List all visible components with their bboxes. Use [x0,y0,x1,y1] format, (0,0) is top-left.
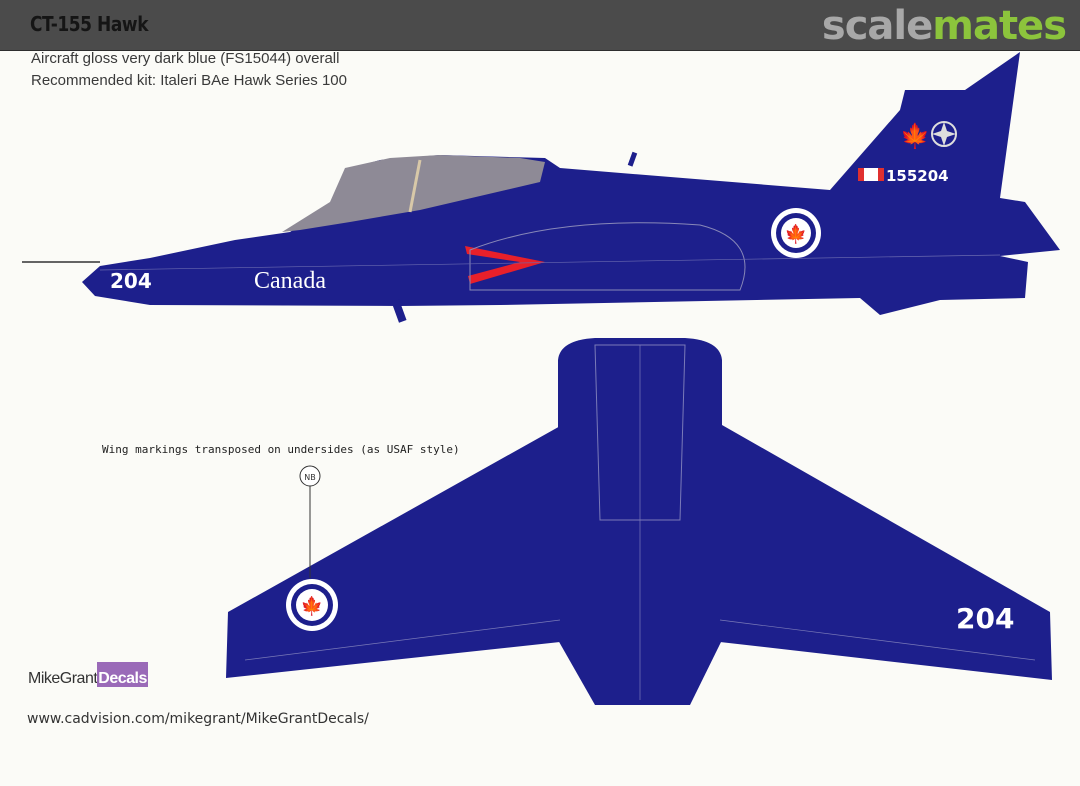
nb-callout: NB [304,473,315,482]
plan-view-aircraft: 🍁 NB 204 [226,338,1052,705]
scalemates-logo[interactable]: scalemates [821,3,1067,49]
canada-wordmark: Canada [254,268,326,294]
maple-leaf-icon: 🍁 [785,223,807,244]
wing-number: 204 [956,602,1014,635]
recommended-kit: Recommended kit: Italeri BAe Hawk Series… [31,72,347,89]
wing-maple-leaf-icon: 🍁 [301,595,323,616]
side-view-aircraft: 🍁 🍁 155204 204 Canada [22,52,1060,323]
tail-maple-leaf-icon: 🍁 [900,122,930,150]
nose-number: 204 [110,269,152,293]
brand-part-2: mates [932,3,1067,49]
mikegrant-logo: MikeGrantDecals [28,662,148,688]
header-bar: CT-155 Hawk scalemates [0,0,1080,51]
paint-description: Aircraft gloss very dark blue (FS15044) … [31,50,340,67]
website-url: www.cadvision.com/mikegrant/MikeGrantDec… [27,711,369,727]
logo-part-2: Decals [97,662,148,687]
brand-part-1: scale [821,3,933,49]
tail-serial: 155204 [886,167,949,185]
page-title: CT-155 Hawk [30,12,149,36]
logo-part-1: MikeGrant [28,670,98,687]
wing-markings-note: Wing markings transposed on undersides (… [102,443,460,456]
